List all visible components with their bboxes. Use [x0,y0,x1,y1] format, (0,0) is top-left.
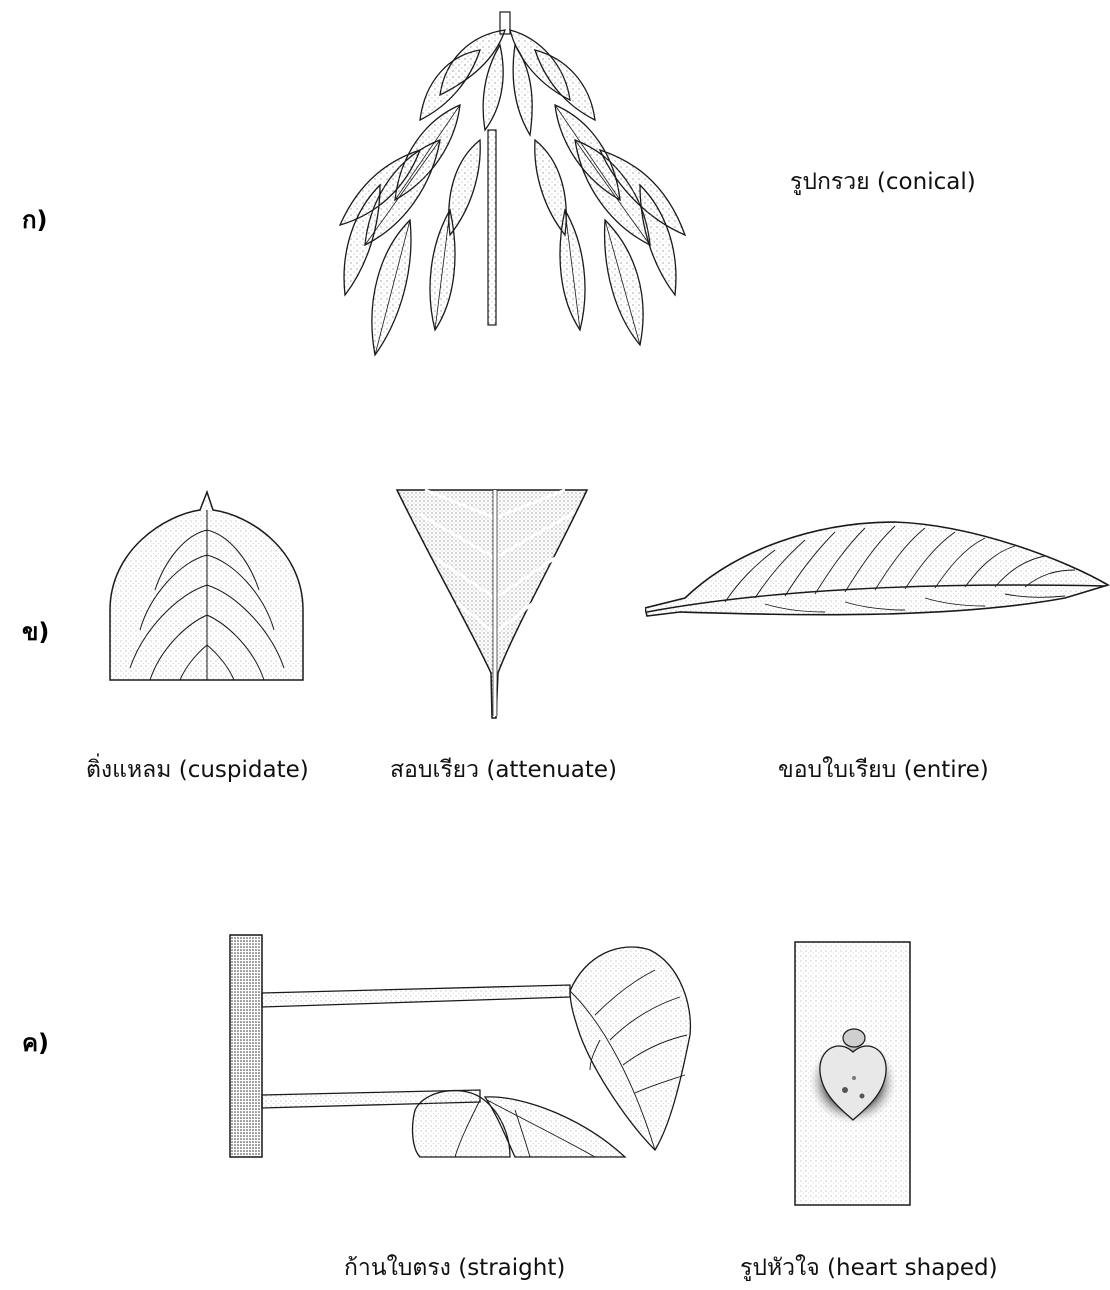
attenuate-leaf-illustration [395,488,590,720]
caption-cuspidate: ติ่งแหลม (cuspidate) [86,752,309,788]
conical-plant-illustration [320,10,700,370]
row-label-b: ข) [22,612,49,651]
caption-entire: ขอบใบเรียบ (entire) [778,752,989,788]
caption-attenuate: สอบเรียว (attenuate) [390,752,617,788]
row-label-c: ค) [22,1023,49,1062]
caption-conical: รูปกรวย (conical) [790,164,976,200]
straight-petiole-illustration [225,925,700,1165]
heart-shaped-scar-illustration [790,940,915,1210]
caption-heart-shaped: รูปหัวใจ (heart shaped) [740,1250,998,1286]
entire-leaf-illustration [645,520,1110,620]
caption-straight: ก้านใบตรง (straight) [344,1250,565,1286]
row-label-a: ก) [22,200,48,239]
cuspidate-leaf-illustration [105,490,305,685]
